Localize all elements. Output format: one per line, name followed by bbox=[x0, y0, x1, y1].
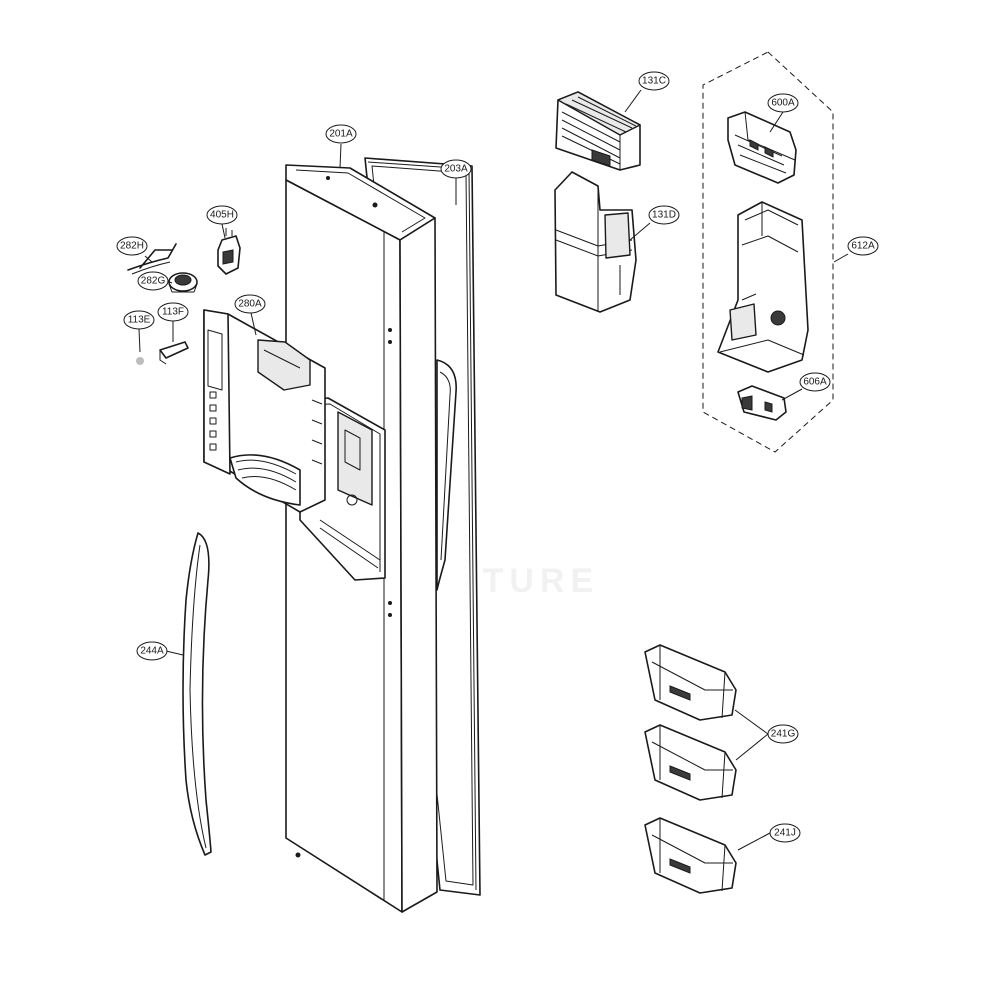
ice-maker-housing bbox=[717, 201, 809, 373]
door-bin-middle bbox=[644, 724, 737, 801]
svg-text:241J: 241J bbox=[774, 828, 796, 839]
door-bin-upper bbox=[644, 644, 737, 721]
pin-113e bbox=[136, 357, 144, 365]
svg-text:131C: 131C bbox=[642, 76, 666, 87]
door-handle bbox=[182, 532, 212, 856]
callout-244A: 244A bbox=[136, 641, 168, 661]
svg-text:405H: 405H bbox=[210, 210, 234, 221]
svg-text:113E: 113E bbox=[128, 315, 151, 326]
callout-113E: 113E bbox=[123, 310, 155, 330]
dispenser-cover bbox=[203, 309, 326, 513]
callout-405H: 405H bbox=[206, 205, 238, 225]
ice-maker-assembly-outline bbox=[702, 51, 834, 453]
callout-201A: 201A bbox=[325, 124, 357, 144]
cam-282g bbox=[168, 272, 198, 293]
svg-text:282H: 282H bbox=[120, 241, 144, 252]
callout-612A: 612A bbox=[847, 236, 879, 256]
svg-text:113F: 113F bbox=[162, 307, 184, 318]
svg-text:201A: 201A bbox=[329, 129, 353, 140]
ice-bin bbox=[554, 171, 637, 313]
ice-maker-600a bbox=[727, 111, 797, 184]
callout-282G: 282G bbox=[137, 271, 169, 291]
svg-text:600A: 600A bbox=[771, 98, 795, 109]
spring-113f bbox=[159, 341, 189, 365]
svg-text:280A: 280A bbox=[238, 299, 262, 310]
lever-bracket-282h bbox=[127, 243, 177, 275]
svg-text:606A: 606A bbox=[803, 377, 827, 388]
ice-bin-cover bbox=[555, 91, 641, 171]
callout-280A: 280A bbox=[234, 294, 266, 314]
motor-606a bbox=[737, 385, 787, 421]
svg-text:244A: 244A bbox=[140, 646, 164, 657]
callout-606A: 606A bbox=[799, 372, 831, 392]
callout-113F: 113F bbox=[157, 302, 189, 322]
svg-text:241G: 241G bbox=[771, 729, 796, 740]
callout-241J: 241J bbox=[769, 823, 801, 843]
svg-text:282G: 282G bbox=[141, 276, 166, 287]
callout-203A: 203A bbox=[440, 159, 472, 179]
callout-600A: 600A bbox=[767, 93, 799, 113]
callout-282H: 282H bbox=[116, 236, 148, 256]
door-bin-lower bbox=[644, 817, 737, 894]
callout-131C: 131C bbox=[638, 71, 670, 91]
callout-131D: 131D bbox=[648, 205, 680, 225]
switch-405h bbox=[217, 228, 241, 275]
svg-text:612A: 612A bbox=[851, 241, 875, 252]
leader-lines bbox=[138, 89, 849, 851]
callout-241G: 241G bbox=[767, 724, 799, 744]
svg-text:131D: 131D bbox=[652, 210, 676, 221]
svg-text:203A: 203A bbox=[444, 164, 468, 175]
